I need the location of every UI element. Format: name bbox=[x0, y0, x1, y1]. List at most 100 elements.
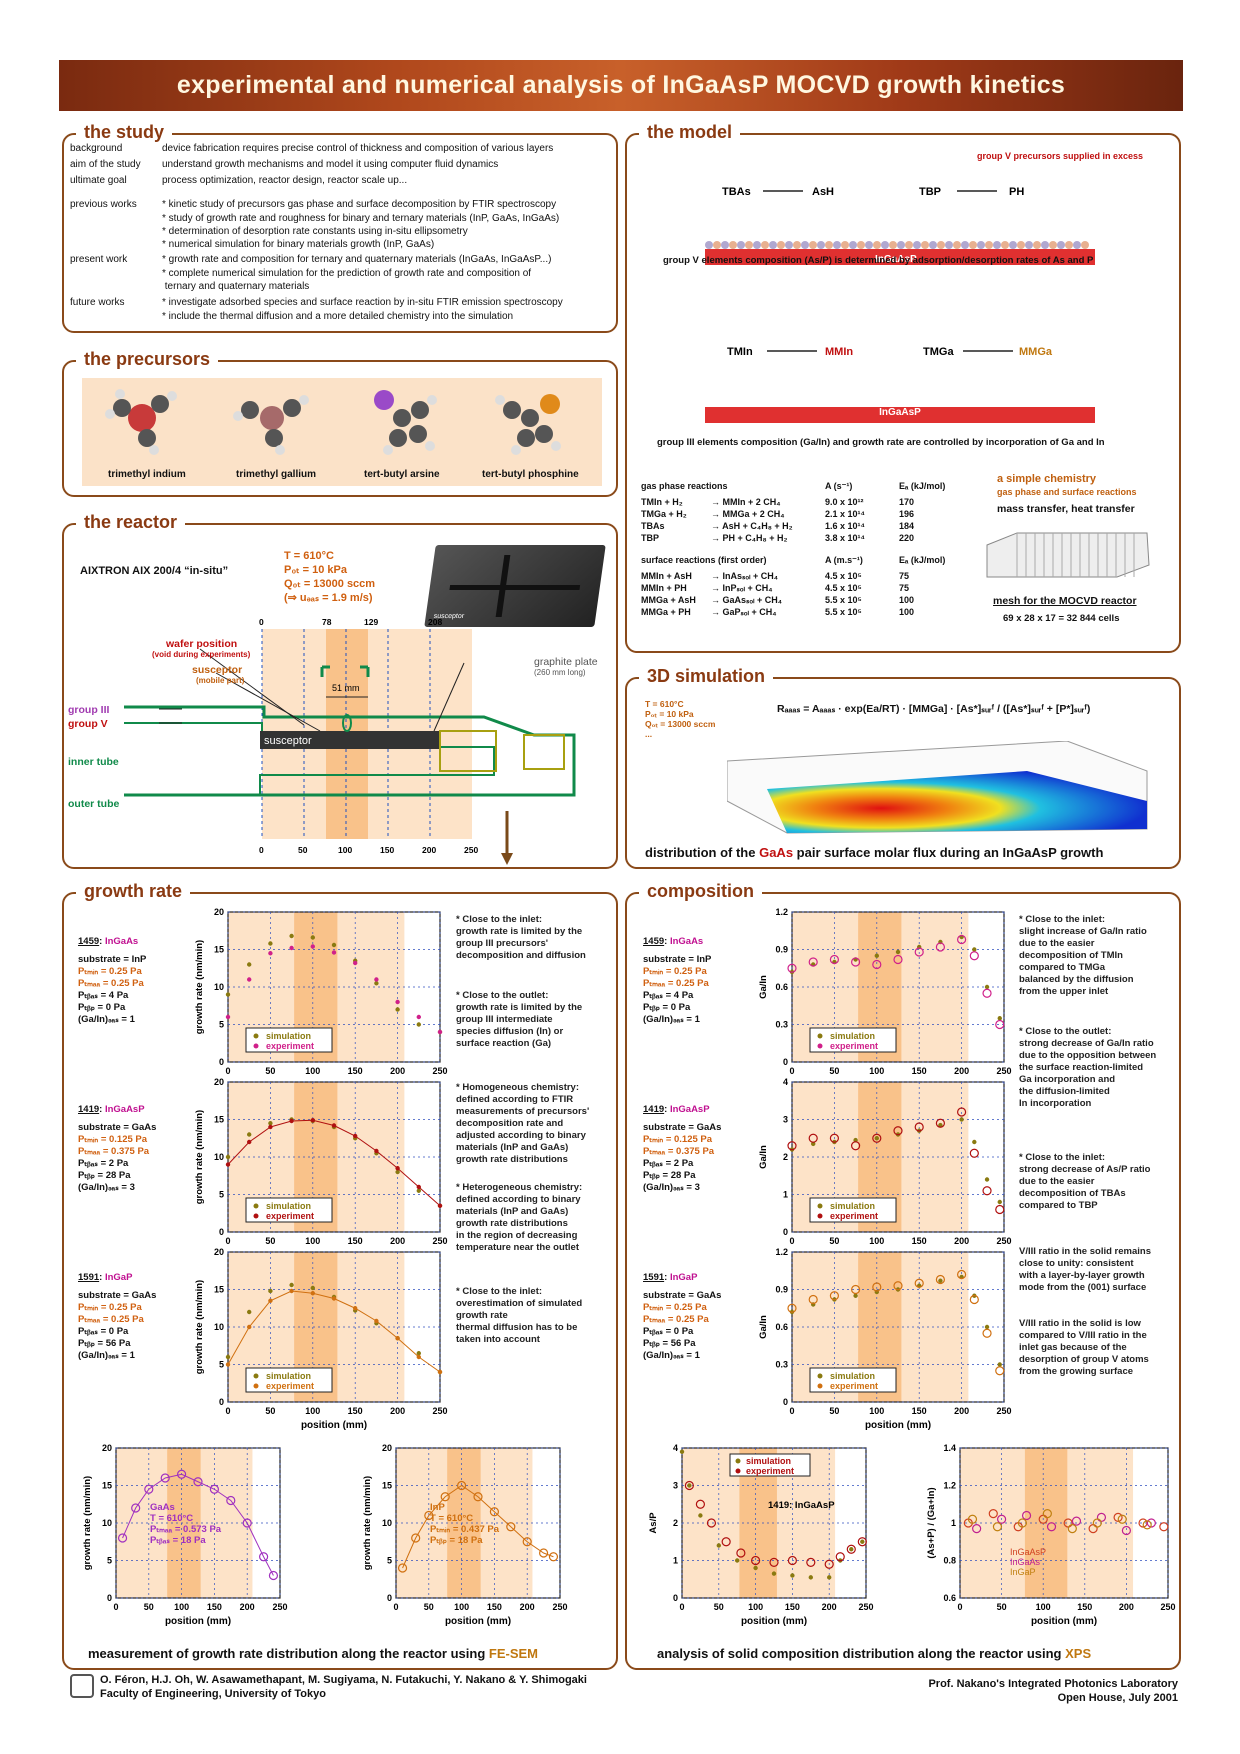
reaction-cell: 5.5 x 10⁵ bbox=[825, 595, 862, 605]
sample-substrate: substrate = GaAs bbox=[643, 1122, 722, 1133]
faculty: Faculty of Engineering, University of To… bbox=[100, 1688, 326, 1700]
sim-heading: 3D simulation bbox=[639, 666, 774, 687]
reaction-cell: → GaAsₛₒₗ + CH₄ bbox=[711, 595, 783, 605]
tmga-molecule bbox=[233, 395, 309, 455]
reaction-cell: 75 bbox=[899, 571, 910, 581]
reaction-cell: → PH + C₄H₈ + H₂ bbox=[711, 533, 788, 543]
leader-lines bbox=[199, 648, 465, 732]
precursor-name: tert-butyl phosphine bbox=[482, 469, 579, 480]
sample-param: Pₜₘᵢₙ = 0.25 Pa bbox=[78, 966, 142, 977]
mesh-image bbox=[986, 532, 1150, 578]
sample-material: InGaAsP bbox=[669, 1104, 710, 1115]
sim-param: Q₀ₜ = 13000 sccm bbox=[645, 719, 716, 729]
reaction-cell: 4.5 x 10⁵ bbox=[825, 583, 862, 593]
reaction-cell: 4.5 x 10⁵ bbox=[825, 571, 862, 581]
sample-param: Pₜₘₐₐ = 0.25 Pa bbox=[643, 1314, 709, 1325]
excess-note: group V precursors supplied in excess bbox=[977, 151, 1144, 161]
precursor-strip: trimethyl indium trimethyl gallium tert-… bbox=[82, 378, 602, 486]
sample-param: Pₜₘₐₐ = 0.375 Pa bbox=[78, 1146, 150, 1157]
top-ticks: 0 78 129 208 bbox=[259, 617, 442, 627]
reaction-cell: 196 bbox=[899, 509, 915, 519]
sample-param: Pₜₘᵢₙ = 0.125 Pa bbox=[643, 1134, 713, 1145]
sample-id: 1459 bbox=[78, 936, 100, 947]
graphite-note: (260 mm long) bbox=[534, 668, 586, 677]
group5-species: TBAs AsH TBP PH bbox=[722, 186, 1024, 198]
reaction-cell: 75 bbox=[899, 583, 910, 593]
sample-id: 1459 bbox=[643, 936, 665, 947]
susceptor-bar-label: susceptor bbox=[264, 735, 312, 747]
sample-substrate: substrate = GaAs bbox=[78, 1290, 157, 1301]
composition-heading: composition bbox=[639, 881, 762, 902]
sample-param: Pₜₘᵢₙ = 0.125 Pa bbox=[78, 1134, 148, 1145]
iii-caption: group III elements composition (Ga/In) a… bbox=[657, 437, 1105, 448]
composition-note: * Close to the outlet: strong decrease o… bbox=[1019, 1026, 1157, 1109]
study-row-text: understand growth mechanisms and model i… bbox=[162, 159, 499, 170]
outer-tube-label: outer tube bbox=[68, 798, 119, 810]
photo-slot bbox=[449, 585, 581, 590]
sample-param: Pₜₘₐₐ = 0.25 Pa bbox=[643, 978, 709, 989]
sample-param: (Ga/In)ₔₐₛ = 1 bbox=[643, 1014, 700, 1025]
wafer-note: (void during experiments) bbox=[152, 650, 251, 659]
susceptor-bar bbox=[260, 731, 440, 749]
sample-id: 1419 bbox=[643, 1104, 665, 1115]
study-row: * numerical simulation for binary materi… bbox=[70, 239, 434, 250]
sample-param: Pₜₘᵢₙ = 0.25 Pa bbox=[643, 966, 707, 977]
composition-note: V/III ratio in the solid remains close t… bbox=[1019, 1246, 1151, 1293]
wafer-marker bbox=[342, 714, 352, 732]
reaction-cell: MMGa + AsH bbox=[641, 595, 696, 605]
sample-param: (Ga/In)ₔₐₛ = 3 bbox=[78, 1182, 135, 1193]
reaction-cell: Eₐ (kJ/mol) bbox=[899, 555, 946, 565]
sim-caption: distribution of the GaAs pair surface mo… bbox=[645, 845, 1104, 860]
sample-id: 1419 bbox=[78, 1104, 100, 1115]
sample-param: Pₜᵦₚ = 28 Pa bbox=[643, 1170, 696, 1181]
bottom-ticks: 0 50 100 150 200 250 bbox=[259, 845, 478, 855]
study-row: present work* growth rate and compositio… bbox=[70, 254, 551, 265]
v-caption: group V elements composition (As/P) is d… bbox=[663, 255, 1094, 266]
growth-note: * Close to the inlet: growth rate is lim… bbox=[456, 914, 586, 961]
condition: P₀ₜ = 10 kPa bbox=[284, 564, 347, 576]
reaction-cell: gas phase reactions bbox=[641, 481, 728, 491]
reaction-cell: 3.8 x 10¹⁴ bbox=[825, 533, 865, 543]
sample-param: Pₜᵦₚ = 56 Pa bbox=[643, 1338, 696, 1349]
study-row-text: * kinetic study of precursors gas phase … bbox=[162, 199, 557, 210]
precursor-name: tert-butyl arsine bbox=[364, 469, 440, 480]
sample-param: Pₜₘᵢₙ = 0.25 Pa bbox=[78, 1302, 142, 1313]
mesh-caption: mesh for the MOCVD reactor bbox=[993, 595, 1137, 607]
study-row-label: previous works bbox=[70, 199, 137, 210]
study-row-label: background bbox=[70, 143, 123, 154]
sample-substrate: substrate = GaAs bbox=[643, 1290, 722, 1301]
group5-label: group V bbox=[68, 718, 108, 730]
species-label: MMGa bbox=[1019, 346, 1053, 358]
outer-tube bbox=[124, 705, 576, 797]
sample-param: Pₜᵦₚ = 56 Pa bbox=[78, 1338, 131, 1349]
sample-param: (Ga/In)ₔₐₛ = 1 bbox=[78, 1014, 135, 1025]
species-label: TBAs bbox=[722, 186, 751, 198]
sample-param: Pₜᵦₐₛ = 2 Pa bbox=[643, 1158, 694, 1169]
tick: 100 bbox=[338, 845, 352, 855]
study-row-text: * complete numerical simulation for the … bbox=[162, 268, 532, 279]
reaction-cell: → MMIn + 2 CH₄ bbox=[711, 497, 781, 507]
graphite-plate bbox=[439, 730, 497, 772]
sample-substrate: substrate = InP bbox=[78, 954, 147, 965]
dim-label: 51 mm bbox=[332, 683, 360, 693]
flux-map bbox=[727, 741, 1148, 834]
growth-note: * Heterogeneous chemistry: defined accor… bbox=[456, 1182, 583, 1253]
sample-param: Pₜₘₐₐ = 0.375 Pa bbox=[643, 1146, 715, 1157]
group3-label: group III bbox=[68, 704, 109, 716]
sample-material: InGaAs bbox=[669, 936, 704, 947]
sample-param: Pₜᵦₚ = 0 Pa bbox=[643, 1002, 691, 1013]
sample-param: Pₜᵦₐₛ = 4 Pa bbox=[643, 990, 694, 1001]
study-row: * complete numerical simulation for the … bbox=[70, 268, 531, 279]
gas-arrows bbox=[159, 708, 182, 724]
tick: 150 bbox=[380, 845, 394, 855]
event: Open House, July 2001 bbox=[1057, 1692, 1178, 1704]
sample-material: InGaAs bbox=[104, 936, 139, 947]
reactor-schematic: susceptor 51 mm wafer position (void dur… bbox=[68, 617, 598, 865]
reaction-cell: 170 bbox=[899, 497, 915, 507]
tick: 200 bbox=[422, 845, 436, 855]
reactor-model: AIXTRON AIX 200/4 “in-situ” bbox=[80, 565, 229, 577]
